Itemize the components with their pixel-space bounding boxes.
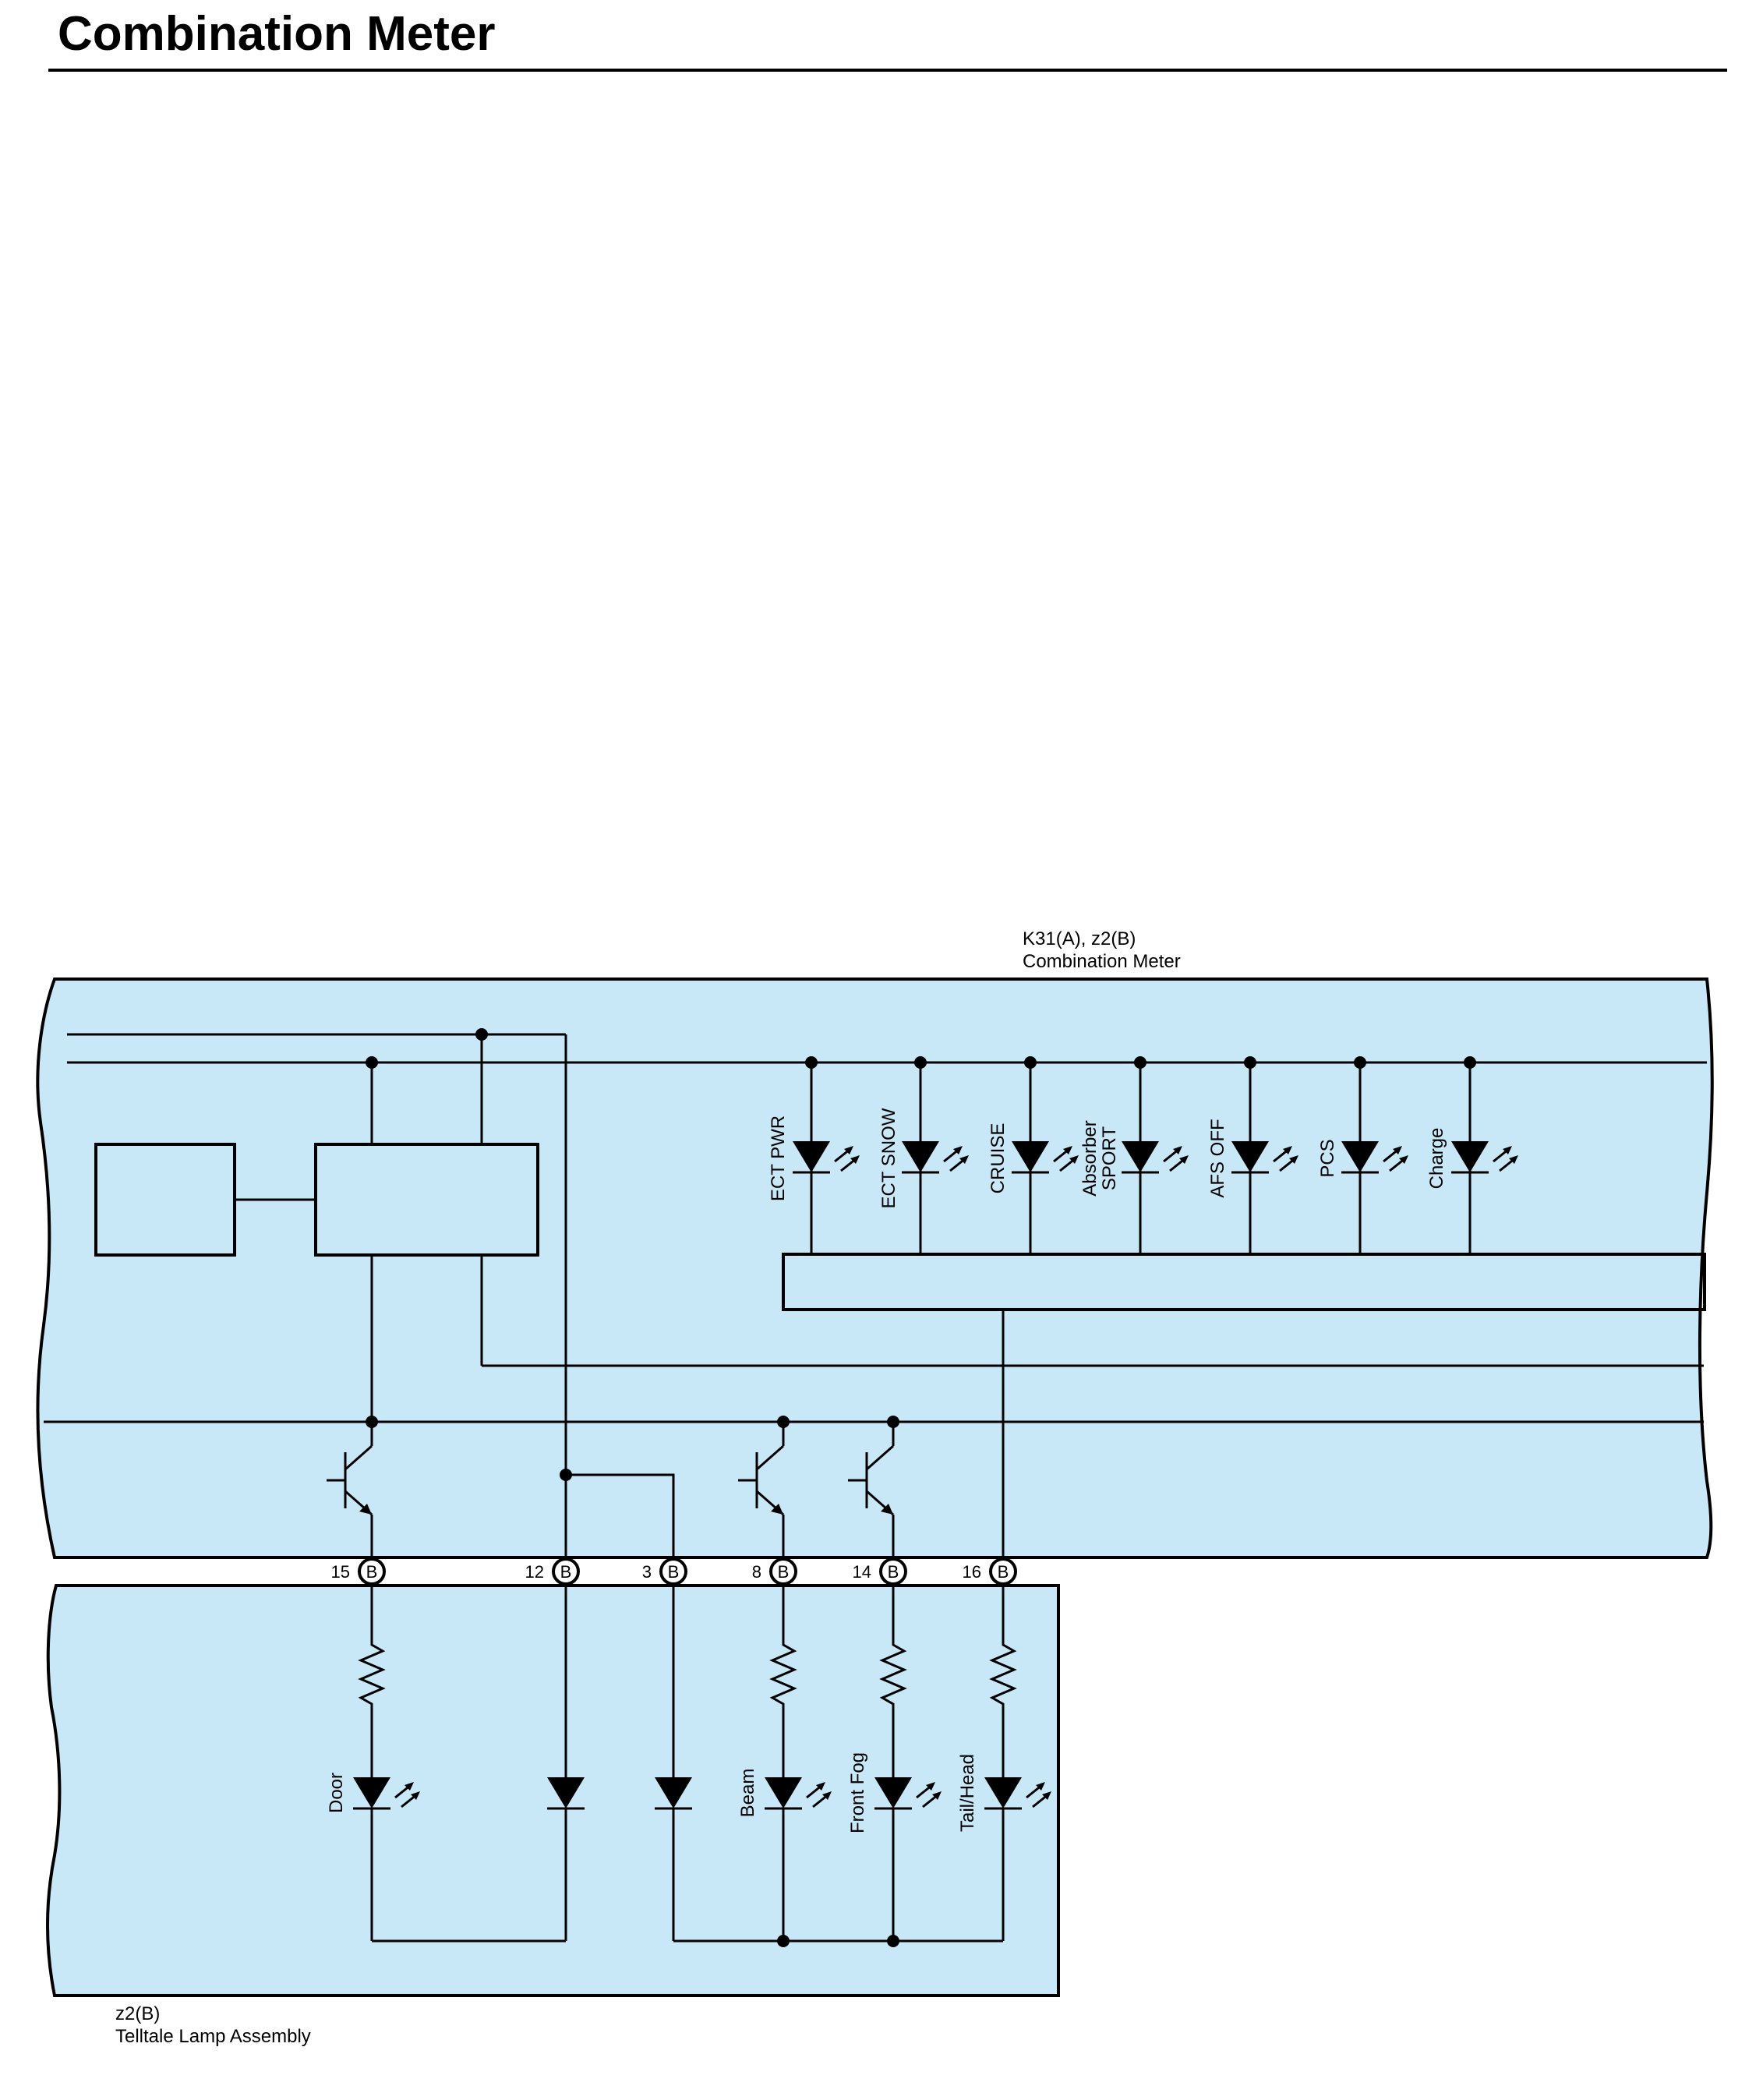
telltale-lamp-code: z2(B) (115, 2003, 160, 2024)
title-rule (48, 69, 1727, 72)
door-lamp-circuit (352, 1586, 422, 1941)
label-sport: SPORT (1099, 1126, 1120, 1191)
label-pcs: PCS (1317, 1139, 1338, 1177)
label-cruise: CRUISE (987, 1123, 1009, 1194)
pin-15-letter: B (366, 1562, 378, 1582)
pin-16-letter: B (998, 1562, 1009, 1582)
connector-pin-3: B 3 (642, 1557, 687, 1586)
label-charge: Charge (1426, 1128, 1447, 1190)
tail-head-lamp-circuit (983, 1586, 1053, 1941)
label-absorber: Absorber (1079, 1120, 1101, 1196)
label-beam: Beam (737, 1769, 758, 1818)
diode-circuit-12 (546, 1586, 586, 1941)
connector-pin-16: B 16 (963, 1557, 1017, 1586)
junction-dots (366, 1028, 1476, 1947)
label-ect-pwr: ECT PWR (768, 1115, 789, 1201)
label-afs-off: AFS OFF (1207, 1119, 1228, 1197)
combination-meter-name: Combination Meter (1023, 951, 1181, 972)
pin-3-letter: B (668, 1562, 680, 1582)
connector-pin-12: B 12 (525, 1557, 580, 1586)
connector-pin-8: B 8 (752, 1557, 797, 1586)
pin-16-number: 16 (963, 1562, 981, 1582)
pin-14-letter: B (888, 1562, 899, 1582)
pin-12-letter: B (560, 1562, 572, 1582)
label-front-fog: Front Fog (847, 1752, 868, 1833)
indicator-bus-box (782, 1253, 1706, 1311)
connector-pin-14: B 14 (853, 1557, 907, 1586)
front-fog-lamp-circuit (873, 1586, 943, 1941)
meter-indicator-leds (791, 1062, 1520, 1254)
page-title: Combination Meter (58, 7, 495, 61)
telltale-lamp-name: Telltale Lamp Assembly (115, 2026, 311, 2047)
label-door: Door (326, 1773, 347, 1813)
beam-lamp-circuit (763, 1586, 833, 1941)
pin-14-number: 14 (853, 1562, 871, 1582)
pin-8-number: 8 (752, 1562, 761, 1582)
telltale-lamp-panel (46, 1584, 1060, 1997)
diode-circuit-3 (653, 1586, 694, 1941)
connector-pin-15: B 15 (331, 1557, 386, 1586)
combination-meter-panel (36, 978, 1714, 1559)
pin-3-number: 3 (642, 1562, 652, 1582)
pin-8-letter: B (778, 1562, 790, 1582)
pin-12-number: 12 (525, 1562, 544, 1582)
label-tail-head: Tail/Head (957, 1754, 978, 1832)
pin-15-number: 15 (331, 1562, 350, 1582)
label-ect-snow: ECT SNOW (878, 1108, 899, 1208)
combination-meter-code: K31(A), z2(B) (1023, 928, 1136, 949)
